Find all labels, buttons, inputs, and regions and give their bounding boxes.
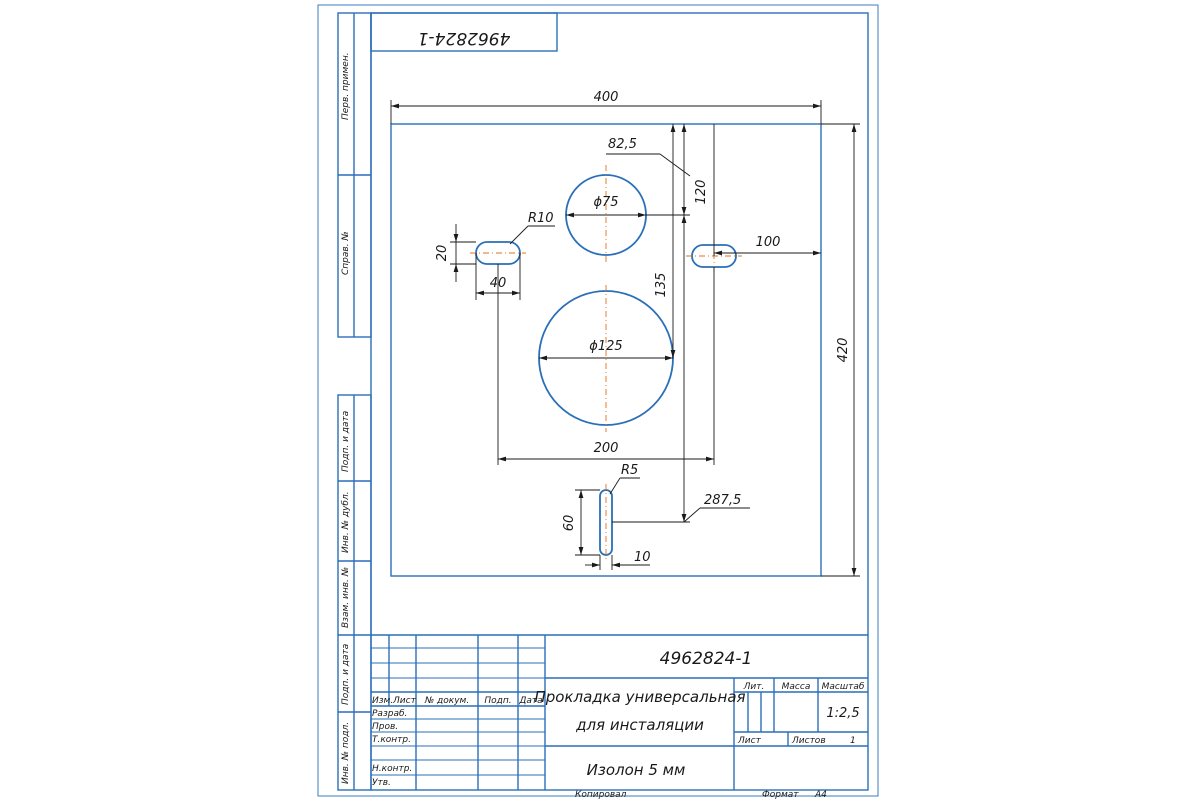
tb-format-label: Формат	[762, 790, 799, 800]
dimension-200	[497, 264, 715, 465]
tb-header-list: Лист	[392, 696, 417, 706]
title-drawing-number: 4962824-1	[660, 649, 753, 669]
sheet-border	[317, 4, 879, 797]
tb-row-t-kontr: Т.контр.	[372, 735, 411, 745]
drawing-number-rotated: 4962824-1	[418, 28, 511, 48]
title-name-line-2: для инсталяции	[575, 716, 704, 734]
dim-diameter-125-label: ϕ125	[589, 339, 622, 354]
tb-scale-value: 1:2,5	[826, 706, 859, 721]
side-label-sprav: Справ. №	[341, 231, 351, 275]
tb-listov-label: Листов	[791, 736, 826, 746]
part-outline	[390, 123, 822, 577]
dim-60-label: 60	[562, 515, 577, 532]
left-side-strip	[337, 12, 372, 791]
dim-135-label: 135	[654, 273, 669, 298]
tb-list-label: Лист	[737, 736, 762, 746]
side-label-inv-podl: Инв. № подл.	[341, 722, 351, 784]
dim-120-label: 120	[694, 180, 709, 205]
tb-header-podp: Подп.	[484, 696, 511, 706]
dim-420-label: 420	[836, 338, 851, 363]
dimension-r5	[609, 477, 640, 495]
dim-20-label: 20	[435, 245, 450, 262]
tb-massa-label: Масса	[782, 682, 811, 692]
title-name-line-1: Прокладка универсальная	[534, 688, 745, 706]
dim-400-label: 400	[594, 90, 619, 105]
tb-lit-label: Лит.	[743, 682, 765, 692]
tb-row-razrab: Разраб.	[372, 709, 407, 719]
tb-masshtab-label: Масштаб	[822, 682, 865, 692]
title-material: Изолон 5 мм	[587, 761, 686, 779]
dim-diameter-75-label: ϕ75	[593, 195, 618, 210]
tb-row-utv: Утв.	[372, 778, 391, 788]
dimension-left-slot	[450, 224, 555, 300]
tb-kopiroval: Копировал	[575, 790, 627, 800]
side-label-vzam-inv: Взам. инв. №	[341, 567, 351, 628]
dim-r10-label: R10	[528, 211, 554, 226]
tb-header-n-dokum: № докум.	[424, 696, 469, 706]
tb-listov-value: 1	[850, 736, 856, 746]
tb-header-izm: Изм.	[372, 696, 393, 706]
center-lines	[470, 165, 742, 562]
tb-header-data: Дата	[518, 696, 542, 706]
title-block-lines	[371, 634, 868, 790]
tb-format-value: А4	[814, 790, 827, 800]
dimension-60	[575, 489, 600, 556]
dim-82-5-label: 82,5	[608, 137, 637, 152]
tb-row-n-kontr: Н.контр.	[372, 764, 412, 774]
tb-row-prov: Пров.	[372, 722, 398, 732]
dim-200-label: 200	[594, 441, 619, 456]
dim-100-label: 100	[756, 235, 781, 250]
dimension-287-5	[612, 215, 750, 523]
dim-287-5-label: 287,5	[704, 493, 741, 508]
inner-frame	[370, 12, 869, 791]
side-label-podp-data-2: Подп. и дата	[341, 644, 351, 705]
dimension-420	[821, 123, 860, 577]
side-label-podp-data-1: Подп. и дата	[341, 411, 351, 472]
rotated-number-box	[370, 12, 558, 52]
dimension-10	[585, 555, 650, 570]
dim-10-label: 10	[634, 550, 651, 565]
side-label-inv-dubl: Инв. № дубл.	[341, 491, 351, 553]
side-label-perv-primen: Перв. примен.	[341, 52, 351, 120]
dimension-400	[390, 100, 822, 124]
dim-r5-label: R5	[621, 463, 638, 478]
